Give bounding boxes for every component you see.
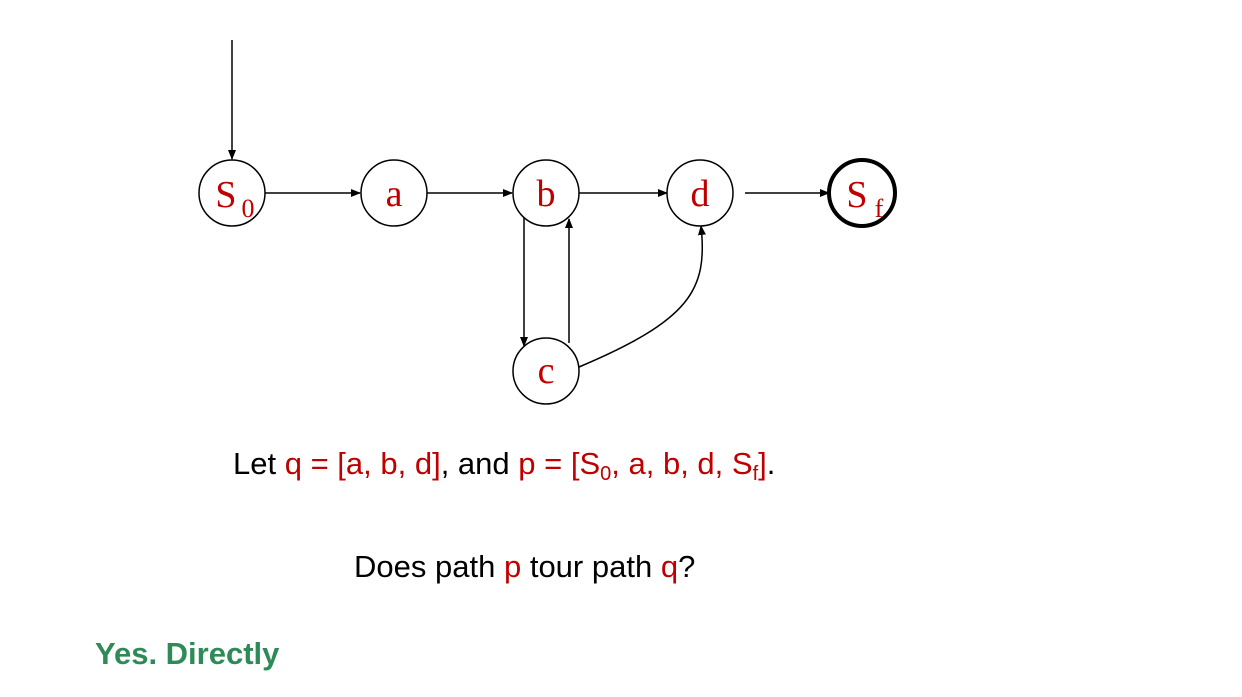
node-c: c: [512, 337, 580, 405]
node-a: a: [360, 159, 428, 227]
node-d: d: [666, 159, 734, 227]
node-s0: S 0: [198, 159, 266, 227]
does-path-text: Does path: [354, 549, 496, 584]
svg-text:b: b: [537, 173, 556, 215]
svg-text:0: 0: [242, 194, 255, 223]
p-def-end: ]: [758, 446, 767, 481]
edge-c-d: [578, 225, 706, 368]
svg-text:S: S: [846, 174, 867, 216]
svg-text:a: a: [386, 173, 403, 215]
q-definition: q = [a, b, d]: [284, 446, 441, 481]
p-def-mid: , a, b, d, S: [611, 446, 753, 481]
and-text: , and: [440, 446, 510, 481]
question-p: p: [503, 549, 522, 584]
period-text: .: [766, 446, 776, 481]
let-text: Let: [233, 446, 277, 481]
svg-text:d: d: [691, 173, 710, 215]
question-text: Does path p tour path q?: [354, 549, 695, 585]
state-diagram: S 0 a b d S f c: [198, 40, 897, 405]
tour-path-text: tour path: [529, 549, 653, 584]
p-def-start: p = [S: [518, 446, 601, 481]
p-def-subf: f: [752, 463, 759, 485]
question-mark: ?: [678, 549, 696, 584]
node-sf: S f: [827, 158, 897, 228]
p-def-sub0: 0: [600, 463, 612, 485]
svg-text:f: f: [875, 194, 884, 223]
p-definition: p = [S0, a, b, d, Sf]: [518, 446, 767, 484]
answer-text: Yes. Directly: [95, 636, 280, 671]
question-q: q: [660, 549, 679, 584]
svg-text:c: c: [538, 350, 555, 392]
svg-text:S: S: [215, 174, 236, 216]
node-b: b: [512, 159, 580, 227]
path-definition-text: Let q = [a, b, d], and p = [S0, a, b, d,…: [233, 446, 776, 484]
